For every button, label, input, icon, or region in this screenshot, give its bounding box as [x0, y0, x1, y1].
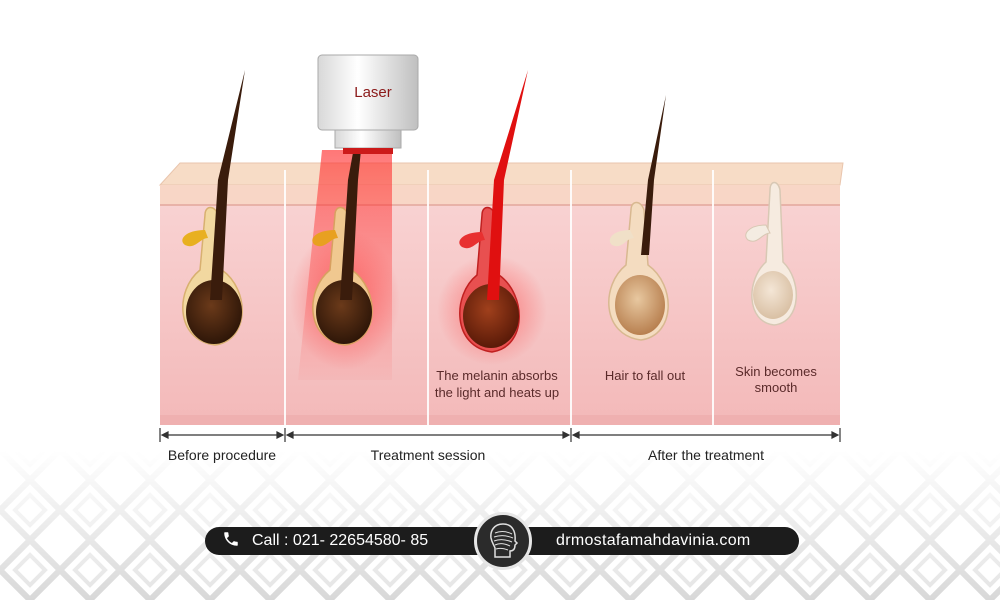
laser-device: Laser: [317, 54, 419, 154]
phone-icon: [222, 530, 240, 553]
annotation-smooth-line2: smooth: [755, 380, 798, 395]
annotation-smooth-line1: Skin becomes: [735, 364, 817, 379]
laser-label: Laser: [354, 84, 392, 101]
skin-bottom-edge: [160, 415, 840, 425]
bracket-label-before: Before procedure: [168, 447, 276, 463]
doctor-logo-icon: [474, 512, 532, 570]
phone-number: Call : 021- 22654580- 85: [252, 532, 429, 549]
annotation-fall-out: Hair to fall out: [605, 368, 686, 383]
section-dividers: [284, 170, 714, 425]
timeline-brackets: [159, 428, 841, 442]
bracket-label-after: After the treatment: [648, 447, 764, 463]
website-link[interactable]: drmostafamahdavinia.com: [556, 532, 751, 549]
annotation-melanin-line1: The melanin absorbs: [436, 368, 558, 383]
follicle-absorbing: [437, 70, 547, 365]
follicle-falling-out: [608, 95, 669, 341]
follicle-smooth: [745, 181, 797, 326]
phone-contact[interactable]: Call : 021- 22654580- 85: [222, 527, 428, 555]
annotation-melanin-line2: the light and heats up: [435, 385, 559, 400]
bracket-label-treatment: Treatment session: [371, 447, 486, 463]
follicle-before: [182, 70, 245, 346]
